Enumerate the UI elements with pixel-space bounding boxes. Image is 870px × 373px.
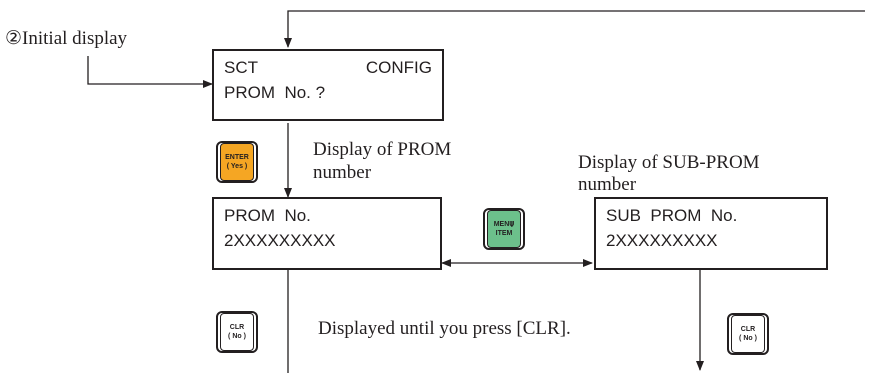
- initial-arrow: [87, 56, 213, 88]
- lcd-config-display: SCT CONFIG PROM No. ?: [212, 49, 444, 121]
- clr-key-right-sublabel: ( No ): [739, 335, 757, 342]
- menu-key-label: MENU: [493, 221, 515, 228]
- subprom-caption-line2: number: [578, 174, 637, 195]
- enter-key-label: ENTER: [225, 154, 249, 161]
- lcd-subprom-line2: 2XXXXXXXXX: [606, 231, 718, 250]
- enter-key-sublabel: ( Yes ): [226, 163, 248, 170]
- clr-no-key-left[interactable]: CLR ( No ): [216, 311, 258, 353]
- clr-note-label: Displayed until you press [CLR].: [318, 318, 571, 339]
- clr-no-key-right[interactable]: CLR ( No ): [727, 313, 769, 355]
- lcd-config-line2: PROM No. ?: [224, 83, 326, 102]
- lcd-subprom-line1: SUB PROM No.: [606, 206, 738, 225]
- top-return-arrow: [284, 10, 865, 48]
- enter-yes-key[interactable]: ENTER ( Yes ): [216, 141, 258, 183]
- lcd-subprom-display: SUB PROM No. 2XXXXXXXXX: [594, 197, 828, 270]
- clr-key-right-face: CLR ( No ): [731, 315, 765, 353]
- initial-display-label: ②Initial display: [5, 28, 128, 49]
- clr-key-left-face: CLR ( No ): [220, 313, 254, 351]
- lcd-prom-line2: 2XXXXXXXXX: [224, 231, 336, 250]
- prom-caption-line1: Display of PROM: [313, 139, 452, 160]
- enter-key-face: ENTER ( Yes ): [220, 143, 254, 181]
- subprom-number-caption: Display of SUB-PROM number: [578, 152, 760, 196]
- lcd-config-line1-right: CONFIG: [365, 58, 432, 77]
- lcd-prom-display: PROM No. 2XXXXXXXXX: [212, 197, 442, 270]
- lcd-prom-line1: PROM No.: [224, 206, 311, 225]
- menu-item-key[interactable]: MENU ITEM I: [483, 208, 525, 250]
- subprom-caption-line1: Display of SUB-PROM: [578, 152, 760, 173]
- prom-caption-line2: number: [313, 162, 372, 183]
- item-key-label: ITEM: [495, 230, 513, 237]
- clr-key-left-label: CLR: [229, 324, 245, 331]
- menu-key-superscript: I: [510, 220, 513, 229]
- lcd-config-line1-left: SCT: [224, 58, 258, 77]
- clr-key-right-label: CLR: [740, 326, 756, 333]
- prom-number-caption: Display of PROM number: [313, 138, 451, 184]
- menu-item-key-face: MENU ITEM I: [487, 210, 521, 248]
- clr-key-left-sublabel: ( No ): [228, 333, 246, 340]
